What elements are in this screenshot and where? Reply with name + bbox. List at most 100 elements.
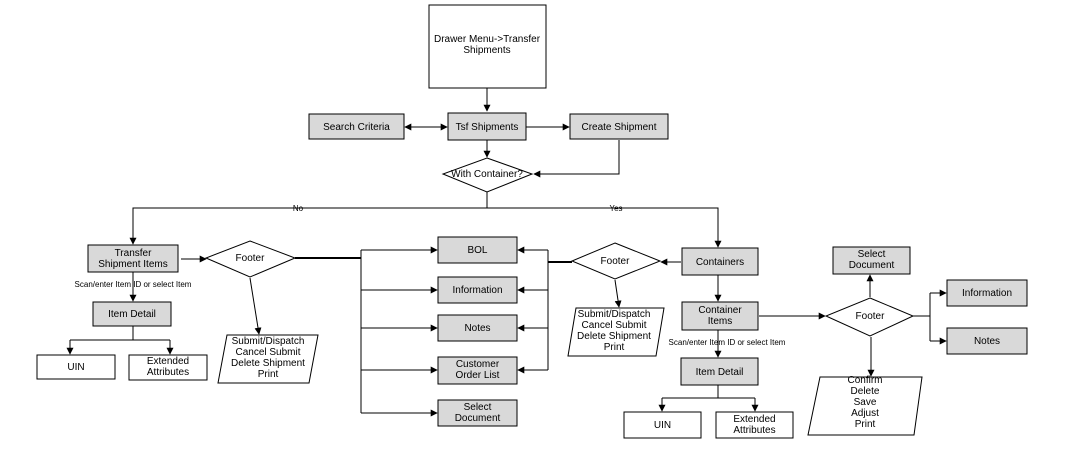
- node-uin-left-label: UIN: [67, 362, 84, 373]
- label-line: Submit/Dispatch: [578, 309, 651, 320]
- label-line: Information: [962, 288, 1012, 299]
- label-line: Customer: [456, 359, 500, 370]
- edge-label-scan-left: Scan/enter Item ID or select Item: [75, 280, 192, 289]
- label-line: Footer: [856, 311, 886, 322]
- node-notes-right-label: Notes: [974, 336, 1000, 347]
- node-information-right: Information: [946, 279, 1028, 307]
- node-uin-left: UIN: [36, 354, 116, 380]
- node-information-right-label: Information: [962, 288, 1012, 299]
- label-line: Information: [452, 285, 502, 296]
- decision-footer-right: Footer: [824, 297, 915, 337]
- node-notes-mid-label: Notes: [464, 323, 490, 334]
- node-uin-right-label: UIN: [654, 420, 671, 431]
- label-line: Attributes: [733, 425, 775, 436]
- label-line: Print: [604, 342, 625, 353]
- node-information-mid-label: Information: [452, 285, 502, 296]
- node-item-detail-right-label: Item Detail: [696, 367, 744, 378]
- label-line: Tsf Shipments: [456, 122, 519, 133]
- node-item-detail-left-label: Item Detail: [108, 309, 156, 320]
- label-line: Delete: [851, 386, 880, 397]
- label-line: Item Detail: [108, 309, 156, 320]
- label-line: Select: [464, 402, 492, 413]
- node-information-mid: Information: [437, 276, 518, 304]
- decision-footer-left-label: Footer: [236, 253, 266, 264]
- edge-label-no: No: [293, 204, 304, 213]
- node-tsf-shipments: Tsf Shipments: [447, 112, 527, 141]
- label-line: Footer: [236, 253, 266, 264]
- label-line: Document: [849, 260, 895, 271]
- decision-footer-mid: Footer: [570, 242, 662, 280]
- label-line: Shipments: [463, 45, 510, 56]
- node-tsf-shipments-label: Tsf Shipments: [456, 122, 519, 133]
- label-line: Save: [854, 397, 877, 408]
- label-line: Print: [258, 369, 279, 380]
- decision-with-container-label: With Container?: [451, 169, 523, 180]
- label-line: UIN: [654, 420, 671, 431]
- label-line: Extended: [733, 414, 775, 425]
- label-line: Print: [855, 419, 876, 430]
- label-line: Shipment Items: [98, 259, 167, 270]
- label-line: Confirm: [847, 375, 882, 386]
- decision-footer-right-label: Footer: [856, 311, 886, 322]
- label-line: Delete Shipment: [577, 331, 651, 342]
- edge-label-yes: Yes: [609, 204, 622, 213]
- node-search-criteria: Search Criteria: [308, 113, 405, 140]
- label-line: Item Detail: [696, 367, 744, 378]
- node-item-detail-left: Item Detail: [92, 301, 172, 327]
- node-bol-label: BOL: [467, 245, 487, 256]
- node-item-detail-right: Item Detail: [680, 357, 759, 386]
- label-line: Container: [698, 305, 742, 316]
- label-line: Extended: [147, 356, 189, 367]
- label-line: Search Criteria: [323, 122, 390, 133]
- node-create-shipment: Create Shipment: [569, 113, 669, 140]
- label-line: Containers: [696, 257, 744, 268]
- node-create-shipment-label: Create Shipment: [581, 122, 656, 133]
- label-line: Notes: [974, 336, 1000, 347]
- label-line: Items: [708, 316, 732, 327]
- label-line: Cancel Submit: [581, 320, 646, 331]
- label-line: Delete Shipment: [231, 358, 305, 369]
- label-line: Submit/Dispatch: [232, 336, 305, 347]
- node-containers: Containers: [681, 247, 759, 276]
- node-notes-right: Notes: [946, 327, 1028, 355]
- label-line: With Container?: [451, 169, 523, 180]
- decision-footer-left: Footer: [204, 240, 297, 278]
- node-notes-mid: Notes: [437, 314, 518, 342]
- connectors: [66, 88, 947, 417]
- label-line: Adjust: [851, 408, 879, 419]
- label-line: Footer: [601, 256, 631, 267]
- edge-label-scan-right: Scan/enter Item ID or select Item: [669, 338, 786, 347]
- node-bol: BOL: [437, 236, 518, 264]
- label-line: Order List: [456, 370, 500, 381]
- label-line: Transfer: [115, 248, 153, 259]
- node-containers-label: Containers: [696, 257, 744, 268]
- label-line: Drawer Menu->Transfer: [434, 34, 541, 45]
- label-line: Create Shipment: [581, 122, 656, 133]
- decision-footer-mid-label: Footer: [601, 256, 631, 267]
- decision-with-container: With Container?: [441, 157, 534, 193]
- label-line: Notes: [464, 323, 490, 334]
- label-line: Select: [858, 249, 886, 260]
- node-search-criteria-label: Search Criteria: [323, 122, 390, 133]
- node-uin-right: UIN: [623, 411, 702, 439]
